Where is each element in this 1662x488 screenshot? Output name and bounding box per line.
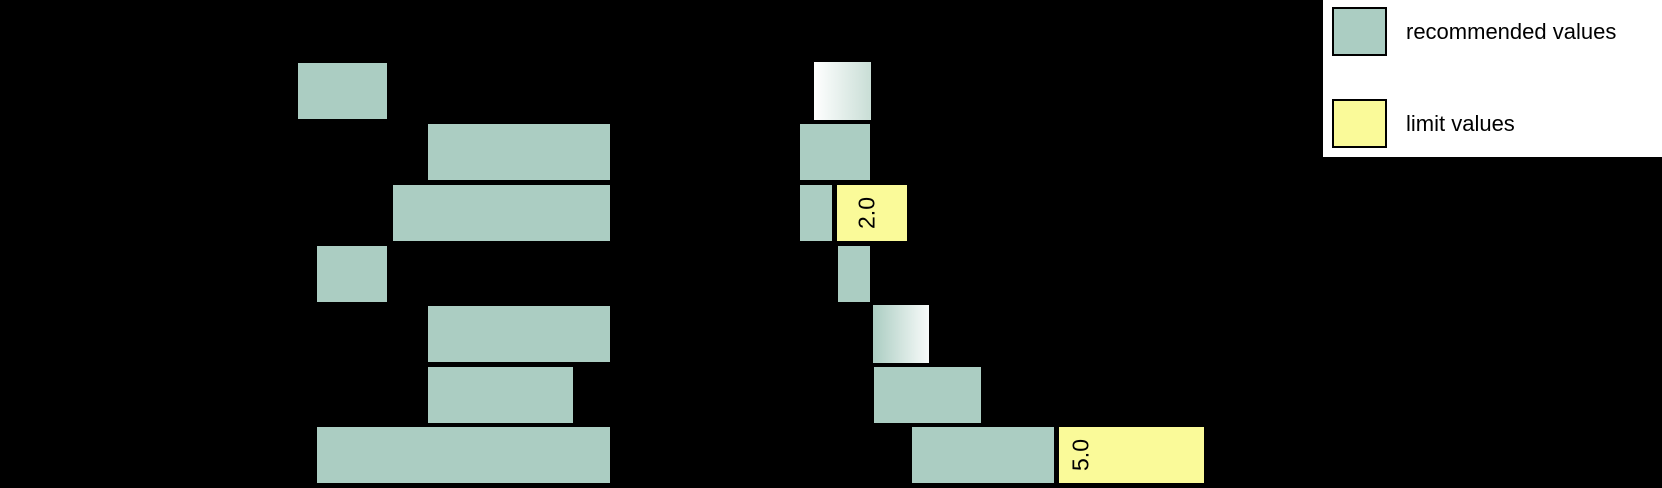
- range-bar-recommended: [837, 245, 871, 303]
- swatch-recommended-icon: [1332, 7, 1387, 56]
- legend-item-limit: limit values: [1332, 99, 1515, 148]
- range-bar-fade-left: [814, 62, 871, 120]
- range-bar-recommended: [799, 184, 833, 242]
- range-bar-recommended: [316, 426, 611, 484]
- range-bar-limit: 2.0: [836, 184, 908, 242]
- range-bar-recommended: [799, 123, 871, 181]
- legend-label-limit: limit values: [1406, 110, 1515, 136]
- range-bar-recommended: [873, 366, 982, 424]
- range-bar-recommended: [427, 366, 574, 424]
- range-bar-recommended: [427, 123, 611, 181]
- range-bar-recommended: [297, 62, 388, 120]
- range-bar-recommended: [427, 305, 611, 363]
- legend-item-recommended: recommended values: [1332, 7, 1616, 56]
- range-bar-recommended: [316, 245, 388, 303]
- range-bar-limit: 5.0: [1058, 426, 1205, 484]
- range-bar-recommended: [392, 184, 611, 242]
- range-bar-recommended: [911, 426, 1055, 484]
- legend: recommended values limit values: [1323, 0, 1662, 157]
- bar-value-label: 2.0: [853, 197, 880, 229]
- swatch-limit-icon: [1332, 99, 1387, 148]
- range-bar-fade-right: [873, 305, 929, 363]
- legend-label-recommended: recommended values: [1406, 18, 1617, 44]
- bar-value-label: 5.0: [1067, 439, 1094, 471]
